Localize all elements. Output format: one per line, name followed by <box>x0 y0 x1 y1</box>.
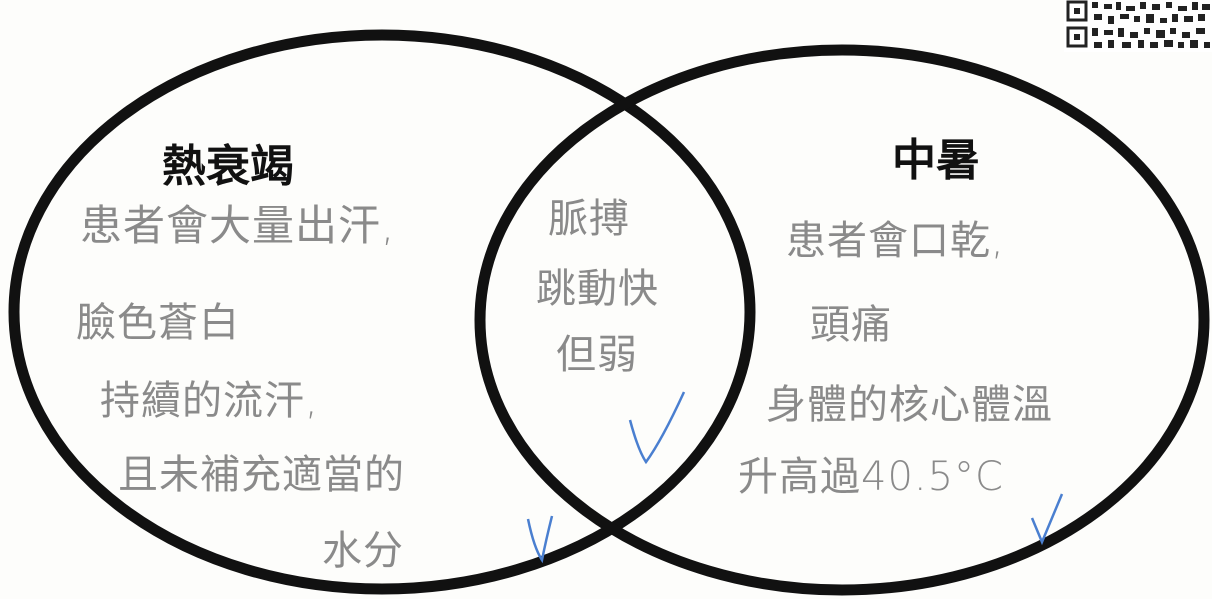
right-circle-title: 中暑 <box>892 135 980 186</box>
overlap-line-1: 脈搏 <box>548 196 630 242</box>
right-line-2: 頭痛 <box>810 302 892 348</box>
right-line-3: 身體的核心體溫 <box>766 382 1053 428</box>
overlap-line-3: 但弱 <box>556 332 638 378</box>
left-line-1: 患者會大量出汗, <box>80 201 396 250</box>
check-mark-overlap <box>628 391 686 465</box>
left-line-4: 且未補充適當的 <box>118 452 405 498</box>
left-circle-title: 熱衰竭 <box>162 141 294 192</box>
right-line-4: 升高過40.5°C <box>738 454 1004 500</box>
overlap-line-2: 跳動快 <box>536 266 659 312</box>
left-line-3: 持續的流汗, <box>100 378 319 424</box>
left-circle <box>8 29 756 595</box>
left-line-5: 水分 <box>322 528 404 574</box>
right-circle <box>474 44 1210 596</box>
left-line-2: 臉色蒼白 <box>76 300 240 346</box>
right-line-1: 患者會口乾, <box>786 218 1005 264</box>
qr-code-icon <box>1064 0 1212 52</box>
check-mark-left <box>526 515 554 564</box>
check-mark-right <box>1030 493 1064 546</box>
